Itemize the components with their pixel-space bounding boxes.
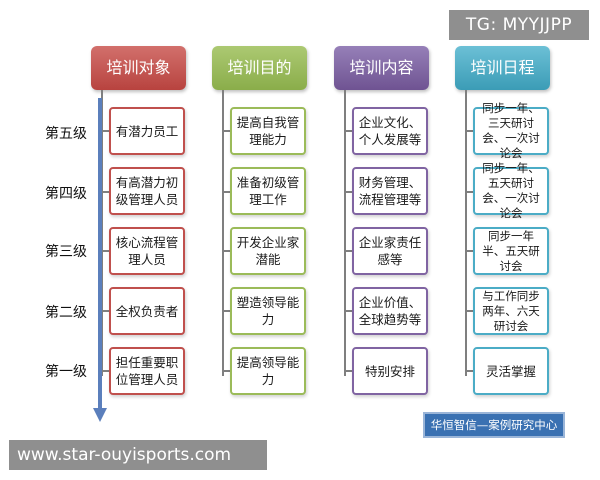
header-training-purpose: 培训目的 — [212, 46, 307, 90]
schedule-cell: 同步一年、三天研讨会、一次讨论会 — [473, 101, 549, 160]
purpose-cell: 提高领导能力 — [230, 347, 306, 395]
schedule-cell: 与工作同步两年、六天研讨会 — [473, 287, 549, 335]
top-watermark: TG: MYYJJPP — [449, 10, 589, 40]
level-label-5: 第五级 — [45, 126, 87, 142]
level-label-2: 第二级 — [45, 305, 87, 321]
connector-line — [465, 90, 467, 376]
connector-line — [101, 90, 103, 376]
purpose-cell: 提高自我管理能力 — [230, 107, 306, 155]
header-training-target: 培训对象 — [91, 46, 186, 90]
source-stamp: 华恒智信—案例研究中心 — [423, 412, 565, 438]
content-cell: 企业价值、全球趋势等 — [352, 287, 428, 335]
arrow-down-icon — [93, 408, 107, 422]
target-cell: 核心流程管理人员 — [109, 227, 185, 275]
target-cell: 全权负责者 — [109, 287, 185, 335]
content-cell: 特别安排 — [352, 347, 428, 395]
schedule-cell: 灵活掌握 — [473, 347, 549, 395]
purpose-cell: 塑造领导能力 — [230, 287, 306, 335]
target-cell: 有潜力员工 — [109, 107, 185, 155]
schedule-cell: 同步一年、五天研讨会、一次讨论会 — [473, 161, 549, 220]
connector-line — [344, 90, 346, 376]
purpose-cell: 开发企业家潜能 — [230, 227, 306, 275]
content-cell: 企业家责任感等 — [352, 227, 428, 275]
connector-line — [222, 90, 224, 376]
level-arrow — [98, 98, 102, 410]
bottom-watermark: www.star-ouyisports.com — [9, 440, 267, 470]
header-training-schedule: 培训日程 — [455, 46, 550, 90]
level-label-3: 第三级 — [45, 244, 87, 260]
level-label-4: 第四级 — [45, 186, 87, 202]
header-training-content: 培训内容 — [334, 46, 429, 90]
target-cell: 担任重要职位管理人员 — [109, 347, 185, 395]
content-cell: 财务管理、流程管理等 — [352, 167, 428, 215]
content-cell: 企业文化、个人发展等 — [352, 107, 428, 155]
schedule-cell: 同步一年半、五天研讨会 — [473, 227, 549, 275]
target-cell: 有高潜力初级管理人员 — [109, 167, 185, 215]
level-label-1: 第一级 — [45, 364, 87, 380]
purpose-cell: 准备初级管理工作 — [230, 167, 306, 215]
